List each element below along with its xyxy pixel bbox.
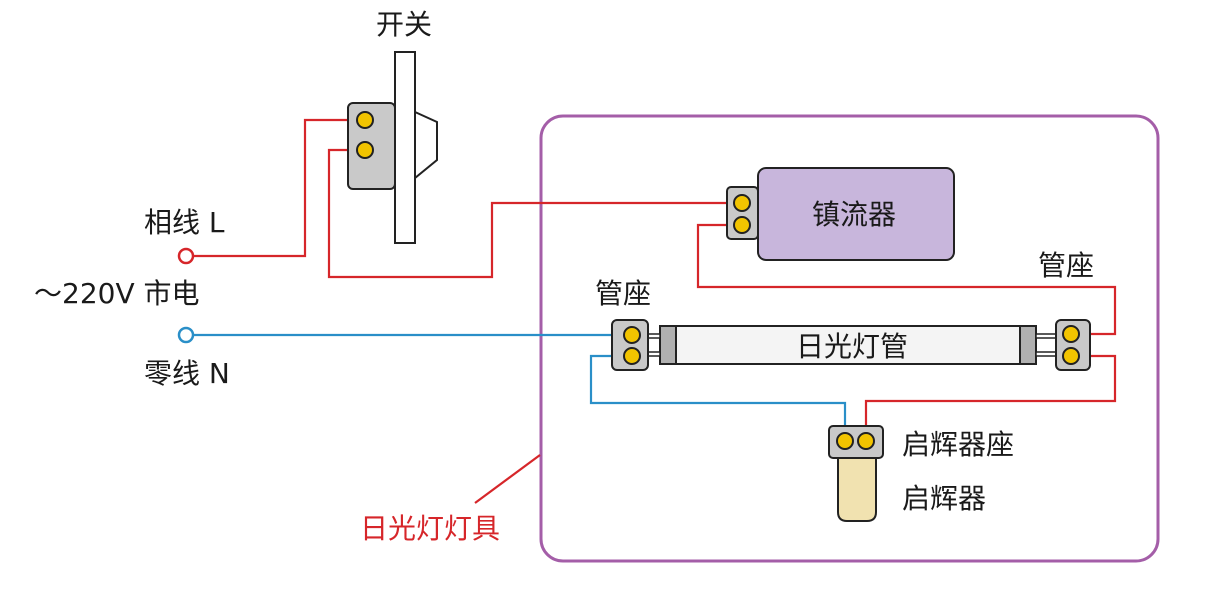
tube-left-pin-top xyxy=(647,333,661,339)
neutral-wires xyxy=(194,333,847,440)
phase-line-label: 相线 L xyxy=(144,206,225,239)
fluorescent-tube xyxy=(647,325,1057,365)
tube-left-cap xyxy=(659,325,677,365)
starter-body xyxy=(837,457,877,522)
switch-terminal-top xyxy=(356,111,374,129)
mains-label: ～220V 市电 xyxy=(34,277,200,310)
fixture-enclosure xyxy=(539,114,1160,563)
switch-rocker xyxy=(414,110,438,181)
tube-label: 日光灯管 xyxy=(796,330,908,363)
tube-holder-left-terminal-top xyxy=(623,326,641,344)
tube-right-pin-top xyxy=(1035,333,1057,339)
neutral-terminal xyxy=(177,326,195,344)
tube-holder-right-terminal-top xyxy=(1062,325,1080,343)
tube-holder-left-label: 管座 xyxy=(595,277,651,310)
tube-right-pin-bottom xyxy=(1035,351,1057,357)
wire-l-to-switch xyxy=(194,118,356,258)
tube-body xyxy=(659,325,1037,365)
ballast-label: 镇流器 xyxy=(812,198,896,231)
tube-right-cap xyxy=(1019,325,1037,365)
starter-assembly xyxy=(828,425,884,522)
starter-socket-label: 启辉器座 xyxy=(902,428,1014,461)
fixture-label: 日光灯灯具 xyxy=(360,512,500,545)
phase-wires xyxy=(194,118,1117,504)
fixture-leader-line xyxy=(474,454,541,504)
ballast-terminal-bottom xyxy=(733,216,751,234)
wire-ballast-to-right-holder xyxy=(696,223,1117,336)
switch xyxy=(347,51,438,244)
switch-plate xyxy=(394,51,416,244)
tube-holder-left-terminal-bottom xyxy=(623,347,641,365)
phase-terminal xyxy=(177,247,195,265)
wire-switch-to-ballast xyxy=(327,148,738,279)
tube-holder-left xyxy=(611,319,649,371)
switch-label: 开关 xyxy=(376,8,432,41)
starter-label: 启辉器 xyxy=(902,482,986,515)
tube-holder-right-label: 管座 xyxy=(1038,249,1094,282)
ballast xyxy=(726,167,955,261)
wire-right-holder-to-starter xyxy=(864,354,1117,440)
tube-holder-right xyxy=(1055,319,1091,371)
starter-socket-terminal-right xyxy=(857,432,875,450)
starter-socket-terminal-left xyxy=(836,432,854,450)
neutral-line-label: 零线 N xyxy=(144,357,230,390)
ballast-terminal-top xyxy=(733,194,751,212)
wire-left-holder-to-starter xyxy=(589,354,847,440)
switch-terminal-bottom xyxy=(356,141,374,159)
tube-holder-right-terminal-bottom xyxy=(1062,347,1080,365)
tube-left-pin-bottom xyxy=(647,351,661,357)
